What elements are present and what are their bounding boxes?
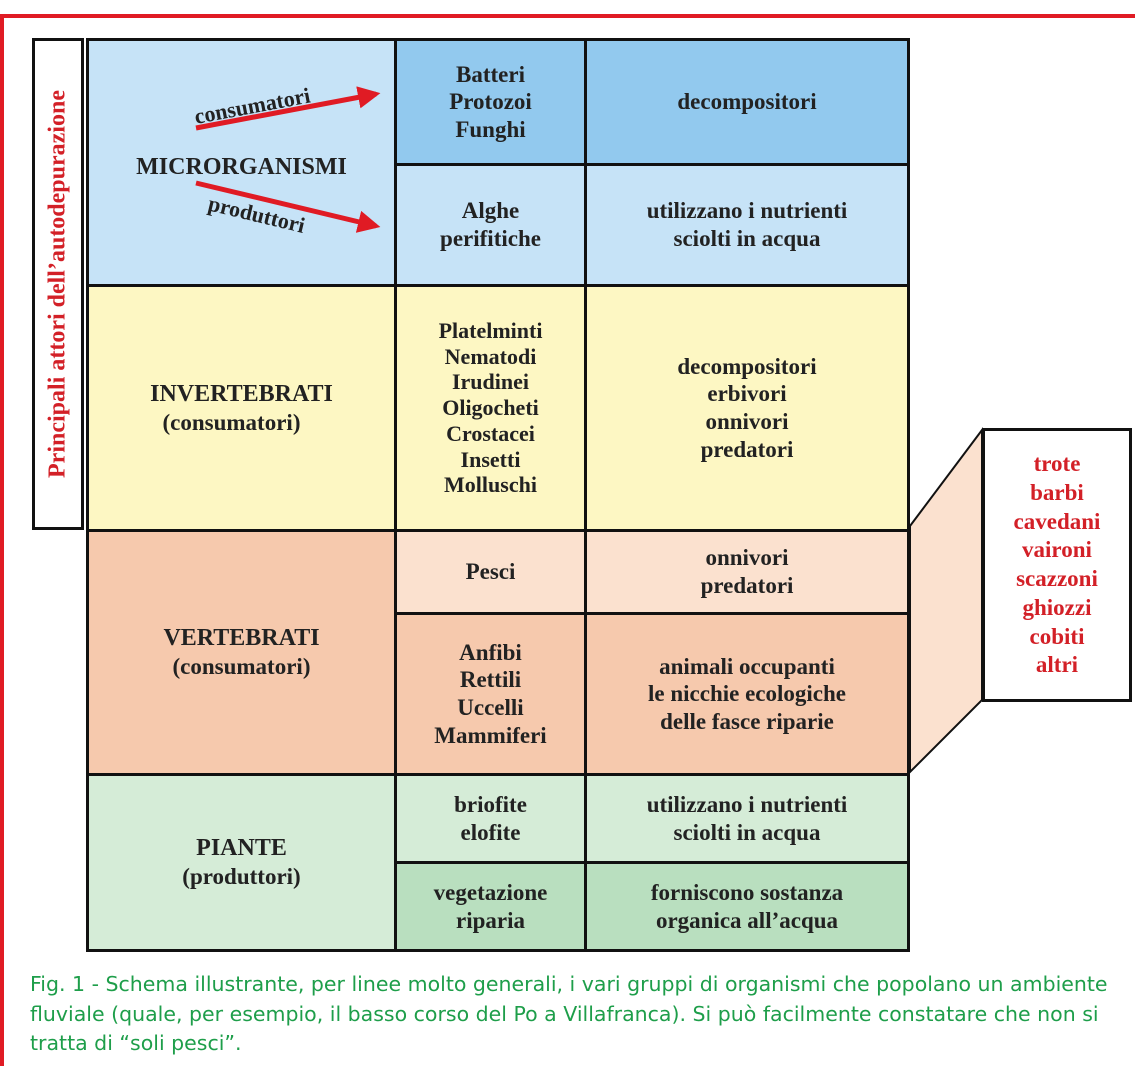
piante-label: PIANTE: [196, 835, 287, 862]
produttori-arrow: [195, 180, 381, 233]
vertebrati-label: VERTEBRATI: [163, 625, 320, 652]
piante-row1-role: utilizzano i nutrienti sciolti in acqua: [584, 773, 907, 861]
vertebrati-sublabel: (consumatori): [172, 654, 311, 680]
side-label-box: Principali attori dell’autodepurazione: [32, 38, 84, 530]
microrganismi-row2-role: utilizzano i nutrienti sciolti in acqua: [584, 163, 907, 284]
invertebrati-role: decompositori erbivori onnivori predator…: [584, 284, 907, 529]
microrganismi-row2-organisms: Alghe perifitiche: [394, 163, 584, 284]
microrganismi-row1-role: decompositori: [584, 41, 907, 163]
piante-row1-organisms: briofite elofite: [394, 773, 584, 861]
piante-sublabel: (produttori): [182, 864, 301, 890]
invertebrati-sublabel: (consumatori): [162, 409, 301, 435]
fish-callout-box: trote barbi cavedani vaironi scazzoni gh…: [982, 428, 1132, 702]
vertebrati-row1-organisms: Pesci: [394, 529, 584, 612]
vertebrati-row2-organisms: Anfibi Rettili Uccelli Mammiferi: [394, 612, 584, 773]
vertebrati-row1-role: onnivori predatori: [584, 529, 907, 612]
microrganismi-label-cell: MICRORGANISMI: [89, 41, 394, 284]
piante-label-cell: PIANTE (produttori): [89, 773, 394, 949]
vertebrati-row2-role: animali occupanti le nicchie ecologiche …: [584, 612, 907, 773]
vertebrati-label-cell: VERTEBRATI (consumatori): [89, 529, 394, 773]
frame-top-border: [0, 14, 1135, 18]
consumatori-arrow: [195, 86, 381, 131]
fish-list: trote barbi cavedani vaironi scazzoni gh…: [1013, 451, 1101, 678]
organisms-table: MICRORGANISMI Batteri Protozoi Funghi de…: [86, 38, 910, 952]
invertebrati-label: INVERTEBRATI: [150, 380, 333, 407]
piante-row2-role: forniscono sostanza organica all’acqua: [584, 861, 907, 949]
invertebrati-organisms: Platelminti Nematodi Irudinei Oligocheti…: [394, 284, 584, 529]
microrganismi-row1-organisms: Batteri Protozoi Funghi: [394, 41, 584, 163]
microrganismi-label: MICRORGANISMI: [136, 154, 347, 181]
invertebrati-label-cell: INVERTEBRATI (consumatori): [89, 284, 394, 529]
figure-caption: Fig. 1 - Schema illustrante, per linee m…: [30, 972, 1108, 1056]
frame-left-border: [0, 14, 4, 1066]
piante-row2-organisms: vegetazione riparia: [394, 861, 584, 949]
